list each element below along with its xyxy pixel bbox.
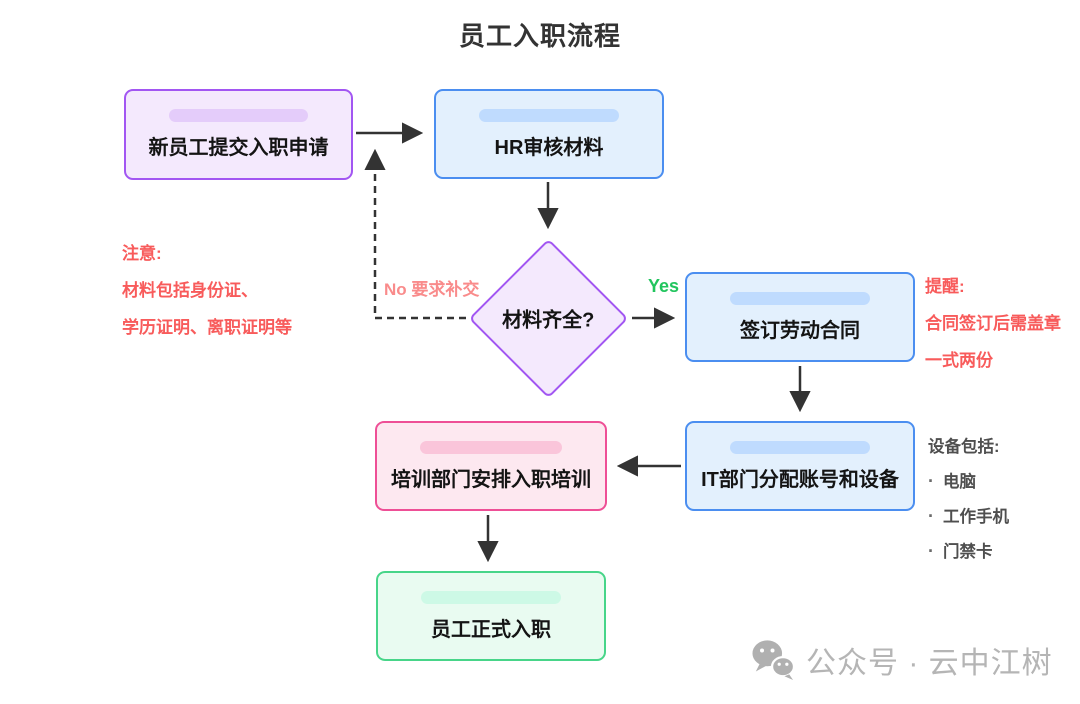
note-left-title: 注意: <box>122 244 162 263</box>
node-training: 培训部门安排入职培训 <box>375 421 607 511</box>
node-highlight-pill <box>478 108 620 122</box>
note-right-title: 提醒: <box>925 277 965 296</box>
node-it-assign: IT部门分配账号和设备 <box>685 421 915 511</box>
node-highlight-pill <box>168 109 309 122</box>
wechat-icon <box>750 639 796 681</box>
devices-title: 设备包括: <box>928 438 1000 456</box>
node-highlight-pill <box>729 291 871 305</box>
note-right-line: 一式两份 <box>925 351 993 370</box>
node-apply: 新员工提交入职申请 <box>124 89 353 180</box>
node-decision: 材料齐全? <box>468 238 629 399</box>
node-contract: 签订劳动合同 <box>685 272 915 362</box>
node-contract-label: 签订劳动合同 <box>740 319 860 342</box>
node-decision-label: 材料齐全? <box>502 310 595 332</box>
device-item-label: 工作手机 <box>943 508 1009 526</box>
edge-label-no: No 要求补交 <box>384 280 480 299</box>
node-it-assign-label: IT部门分配账号和设备 <box>701 468 899 491</box>
node-training-label: 培训部门安排入职培训 <box>391 468 591 491</box>
node-highlight-pill <box>420 590 562 604</box>
note-right-line: 合同签订后需盖章 <box>925 314 1061 333</box>
page-title: 员工入职流程 <box>458 21 621 51</box>
list-item: · 门禁卡 <box>928 534 1009 569</box>
node-apply-label: 新员工提交入职申请 <box>148 137 329 159</box>
watermark: 公众号 · 云中江树 <box>750 638 1053 682</box>
list-item: · 电脑 <box>928 464 1009 499</box>
node-hr-review: HR审核材料 <box>434 89 664 179</box>
watermark-text: 公众号 · 云中江树 <box>806 647 1053 680</box>
note-left-line: 材料包括身份证、 <box>122 281 258 300</box>
devices-note: 设备包括: · 电脑 · 工作手机 · 门禁卡 <box>928 430 1009 569</box>
device-item-label: 门禁卡 <box>943 543 993 561</box>
device-item-label: 电脑 <box>943 473 976 491</box>
node-onboard: 员工正式入职 <box>376 571 606 661</box>
bullet-dot: · <box>928 506 934 526</box>
node-highlight-pill <box>420 440 562 454</box>
list-item: · 工作手机 <box>928 499 1009 534</box>
note-left: 注意: 材料包括身份证、 学历证明、离职证明等 <box>122 235 292 346</box>
bullet-dot: · <box>928 471 934 491</box>
bullet-dot: · <box>928 541 934 561</box>
edge-label-yes: Yes <box>648 276 680 296</box>
node-hr-review-label: HR审核材料 <box>494 136 604 159</box>
note-left-line: 学历证明、离职证明等 <box>122 318 292 337</box>
node-onboard-label: 员工正式入职 <box>431 618 551 641</box>
note-right: 提醒: 合同签订后需盖章 一式两份 <box>925 268 1061 379</box>
node-highlight-pill <box>729 440 871 454</box>
